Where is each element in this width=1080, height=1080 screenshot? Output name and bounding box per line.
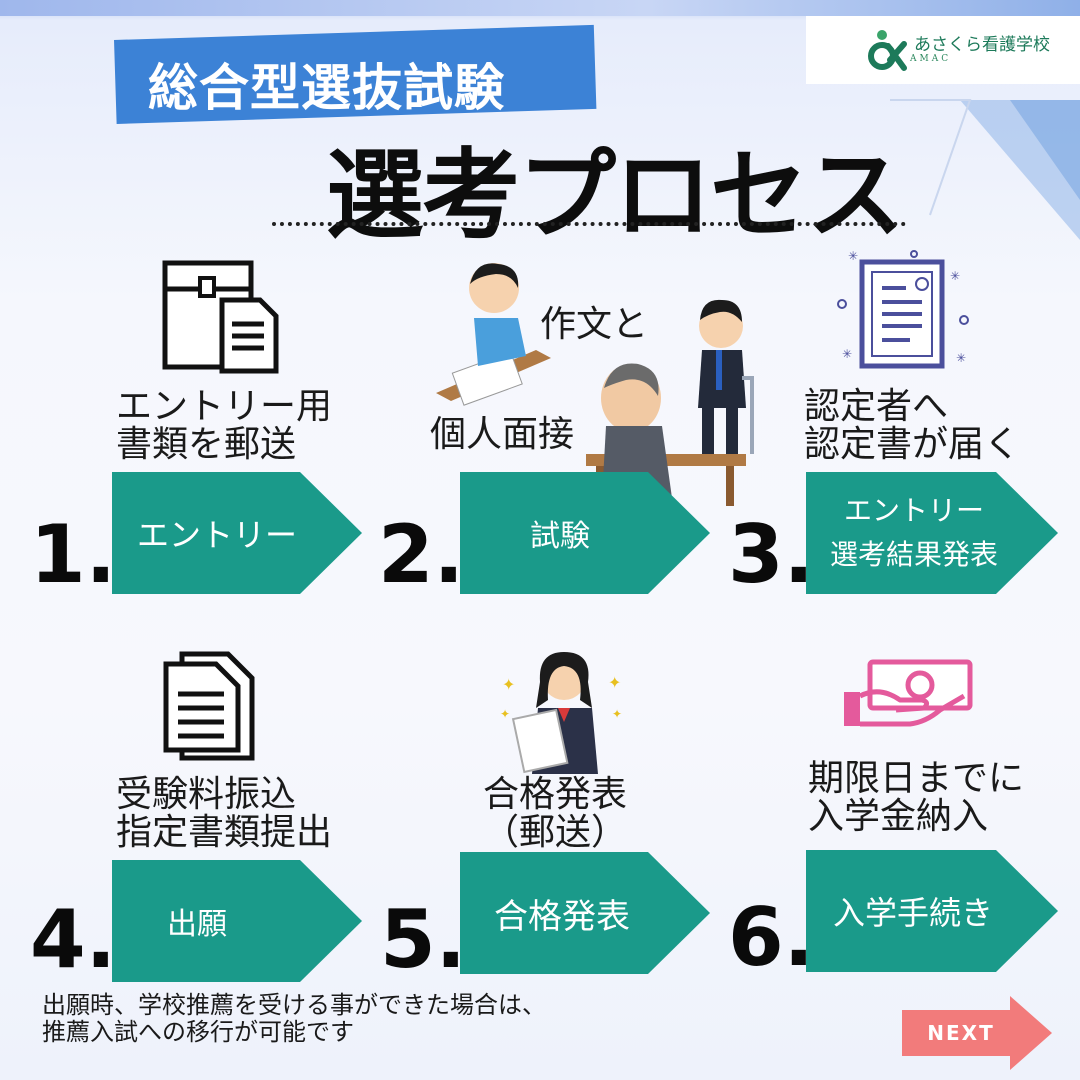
step2-arrow: 試験 [460,472,710,594]
step6-arrow: 入学手続き [806,850,1058,972]
exam-interview-illustration [436,263,754,506]
footer-note: 出願時、学校推薦を受ける事ができた場合は、 推薦入試への移行が可能です [42,992,546,1046]
step5-arrow: 合格発表 [460,852,710,974]
step6-number: 6. [728,891,815,984]
certificate-icon: ✳ ✳ ✳ ✳ [837,249,969,369]
svg-text:✦: ✦ [608,673,621,692]
step2-caption-line1: 作文と [540,304,649,345]
svg-text:✳: ✳ [950,269,960,283]
school-logo-sub: AMAC [910,54,952,64]
svg-text:✦: ✦ [612,707,622,721]
step6-arrow-label: 入学手続き [832,894,993,932]
envelope-document-icon [162,260,279,374]
svg-text:✳: ✳ [848,249,858,263]
step6-caption: 期限日までに 入学金納入 [808,758,1025,837]
step4-arrow-label: 出願 [167,907,227,942]
next-button[interactable]: NEXT [902,996,1052,1070]
school-logo-name: あさくら看護学校 [914,35,1050,55]
step1-arrow: エントリー [112,472,362,594]
step5-number: 5. [380,893,467,986]
step4-caption: 受験料振込 指定書類提出 [116,774,333,853]
step1-number: 1. [30,508,117,601]
next-button-label: NEXT [927,1021,995,1045]
title-divider [272,222,906,226]
svg-text:✦: ✦ [502,675,515,694]
svg-text:✳: ✳ [842,347,852,361]
step3-number: 3. [728,508,815,601]
step1-arrow-label: エントリー [136,516,297,554]
step2-number: 2. [378,508,465,601]
footer-note-line1: 出願時、学校推薦を受ける事ができた場合は、 [42,991,546,1019]
step3-arrow-label-line2: 選考結果発表 [829,538,998,571]
next-arrow-icon [902,996,1052,1070]
pass-announcement-illustration: ✦ ✦ ✦ ✦ [500,652,622,774]
header-banner-text: 総合型選抜試験 [148,59,505,117]
step1-caption: エントリー用 書類を郵送 [116,386,333,465]
footer-note-line2: 推薦入試への移行が可能です [42,1018,354,1046]
step3-caption: 認定者へ 認定書が届く [804,386,1021,465]
decorative-triangles [890,99,1080,240]
step5-arrow-label: 合格発表 [494,896,630,937]
money-hand-icon [844,659,973,727]
svg-text:✦: ✦ [500,707,510,721]
step3-arrow-label: エントリー 選考結果発表 [806,472,1022,594]
school-logo: あさくら看護学校 AMAC [806,16,1080,84]
step2-arrow-label: 試験 [530,519,590,554]
step4-arrow: 出願 [112,860,362,982]
top-stripe [0,0,1080,16]
step3-arrow: エントリー 選考結果発表 [806,472,1058,594]
school-logo-icon [868,30,907,71]
svg-text:✳: ✳ [956,351,966,365]
step2-caption-line2: 個人面接 [430,414,575,455]
step4-number: 4. [30,893,117,986]
documents-icon [163,651,255,761]
page-title: 選考プロセス [326,139,904,253]
step3-arrow-label-line1: エントリー [843,494,984,527]
step5-caption: 合格発表 （郵送） [482,774,627,853]
